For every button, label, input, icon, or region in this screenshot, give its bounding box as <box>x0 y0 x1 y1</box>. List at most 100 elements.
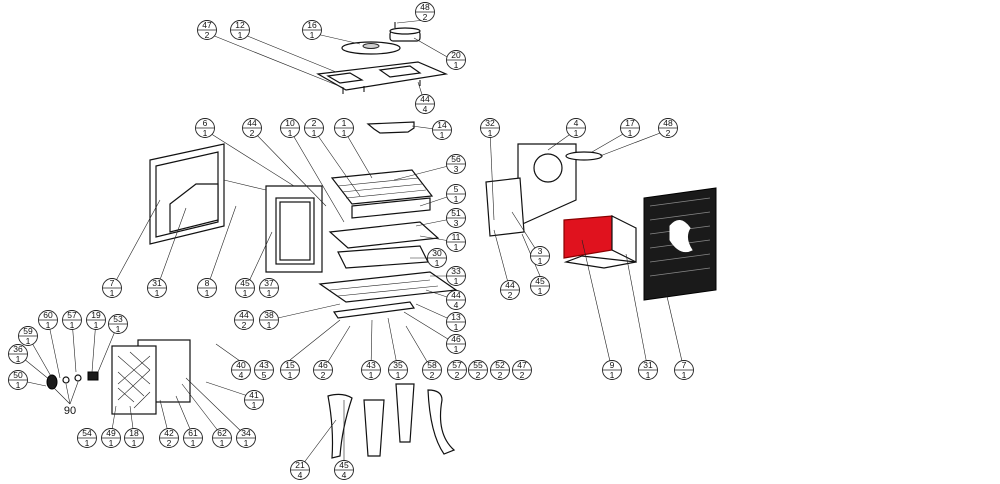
part-quantity: 1 <box>646 370 651 380</box>
part-quantity: 1 <box>244 438 249 448</box>
callout-part-48: 482 <box>658 118 678 138</box>
part-quantity: 1 <box>288 128 293 138</box>
callout-part-45: 454 <box>334 460 354 480</box>
part-number: 49 <box>106 428 116 438</box>
part-quantity: 1 <box>488 128 493 138</box>
part-number: 51 <box>451 208 461 218</box>
part-quantity: 1 <box>243 288 248 298</box>
part-quantity: 1 <box>454 242 459 252</box>
callout-part-17: 171 <box>620 118 640 138</box>
callout-part-55: 552 <box>468 360 488 380</box>
part-quantity: 1 <box>682 370 687 380</box>
part-quantity: 4 <box>454 300 459 310</box>
part-quantity: 2 <box>508 290 513 300</box>
callout-part-16: 161 <box>302 20 322 40</box>
part-number: 10 <box>285 118 295 128</box>
part-number: 46 <box>451 334 461 344</box>
part-number: 47 <box>202 20 212 30</box>
part-number: 59 <box>23 326 33 336</box>
part-number: 44 <box>451 290 461 300</box>
part-number: 43 <box>259 360 269 370</box>
callout-part-11: 111 <box>446 232 466 252</box>
callout-part-7: 71 <box>102 278 122 298</box>
part-quantity: 1 <box>46 320 51 330</box>
callout-part-43: 435 <box>254 360 274 380</box>
part-number: 43 <box>366 360 376 370</box>
part-number: 12 <box>235 20 245 30</box>
part-quantity: 1 <box>610 370 615 380</box>
callout-part-58: 582 <box>422 360 442 380</box>
part-quantity: 3 <box>454 164 459 174</box>
part-quantity: 2 <box>476 370 481 380</box>
callout-part-34: 341 <box>236 428 256 448</box>
part-number: 61 <box>188 428 198 438</box>
part-quantity: 1 <box>454 60 459 70</box>
callout-part-10: 101 <box>280 118 300 138</box>
part-number: 45 <box>535 276 545 286</box>
part-number: 7 <box>110 278 115 288</box>
part-number: 32 <box>485 118 495 128</box>
callout-part-43: 431 <box>361 360 381 380</box>
part-quantity: 1 <box>628 128 633 138</box>
callout-part-46: 461 <box>446 334 466 354</box>
part-quantity: 1 <box>440 130 445 140</box>
part-number: 11 <box>452 232 461 242</box>
callout-part-44: 442 <box>500 280 520 300</box>
callout-part-2: 21 <box>304 118 324 138</box>
callout-part-62: 621 <box>212 428 232 448</box>
part-quantity: 2 <box>242 320 247 330</box>
part-quantity: 4 <box>342 470 347 480</box>
callout-part-47: 472 <box>512 360 532 380</box>
part-number: 14 <box>437 120 447 130</box>
callout-part-6: 61 <box>195 118 215 138</box>
callout-part-37: 371 <box>259 278 279 298</box>
part-number: 37 <box>264 278 274 288</box>
part-quantity: 1 <box>220 438 225 448</box>
part-number: 1 <box>342 118 347 128</box>
part-number: 18 <box>129 428 139 438</box>
part-quantity: 1 <box>16 380 21 390</box>
callout-part-5: 51 <box>446 184 466 204</box>
part-quantity: 1 <box>267 320 272 330</box>
part-number: 48 <box>663 118 673 128</box>
callout-part-56: 563 <box>446 154 466 174</box>
part-quantity: 1 <box>116 324 121 334</box>
part-quantity: 1 <box>267 288 272 298</box>
part-quantity: 1 <box>94 320 99 330</box>
part-quantity: 1 <box>538 286 543 296</box>
part-number: 34 <box>241 428 251 438</box>
part-quantity: 2 <box>250 128 255 138</box>
callout-part-46: 462 <box>313 360 333 380</box>
part-quantity: 1 <box>85 438 90 448</box>
callout-part-41: 411 <box>244 390 264 410</box>
part-quantity: 1 <box>203 128 208 138</box>
part-number: 55 <box>473 360 483 370</box>
part-quantity: 1 <box>312 128 317 138</box>
part-quantity: 4 <box>423 104 428 114</box>
part-quantity: 1 <box>454 194 459 204</box>
part-number: 54 <box>82 428 92 438</box>
part-number: 57 <box>452 360 462 370</box>
callout-part-48: 482 <box>415 2 435 22</box>
part-number: 21 <box>295 460 305 470</box>
part-quantity: 1 <box>369 370 374 380</box>
callout-part-44: 444 <box>446 290 466 310</box>
callout-part-12: 121 <box>230 20 250 40</box>
part-number: 60 <box>43 310 53 320</box>
part-number: 52 <box>495 360 505 370</box>
callout-part-44: 442 <box>234 310 254 330</box>
part-quantity: 1 <box>70 320 75 330</box>
part-quantity: 1 <box>252 400 257 410</box>
part-number: 5 <box>454 184 459 194</box>
callout-part-9: 91 <box>602 360 622 380</box>
part-quantity: 2 <box>520 370 525 380</box>
part-number: 36 <box>13 344 23 354</box>
part-number: 56 <box>451 154 461 164</box>
highlighted-part-9 <box>563 215 613 259</box>
part-number: 13 <box>451 312 461 322</box>
part-number: 45 <box>339 460 349 470</box>
part-number: 40 <box>236 360 246 370</box>
part-quantity: 4 <box>239 370 244 380</box>
part-quantity: 1 <box>191 438 196 448</box>
callout-part-44: 442 <box>242 118 262 138</box>
